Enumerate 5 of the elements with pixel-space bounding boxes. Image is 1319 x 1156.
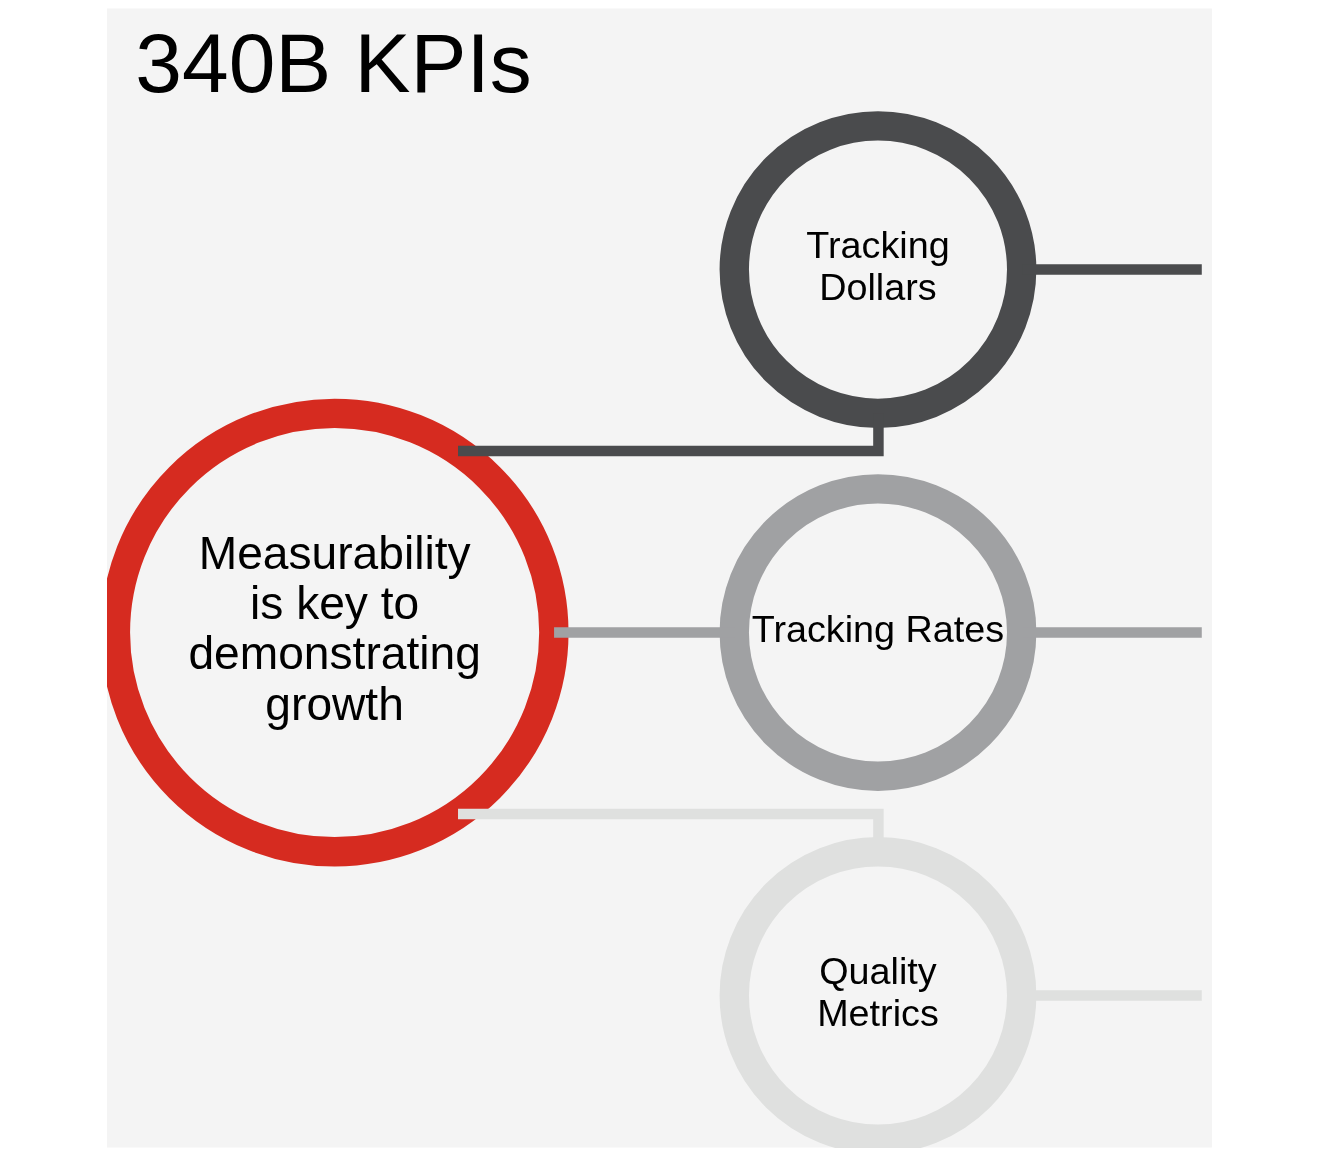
node-circle: Measurability is key to demonstrating growth	[107, 398, 569, 867]
node-circle: Quality Metrics	[719, 837, 1037, 1148]
node-circle: Tracking Rates	[719, 474, 1037, 791]
diagram-title: 340B KPIs	[135, 16, 532, 111]
node-circle: Tracking Dollars	[719, 111, 1037, 428]
